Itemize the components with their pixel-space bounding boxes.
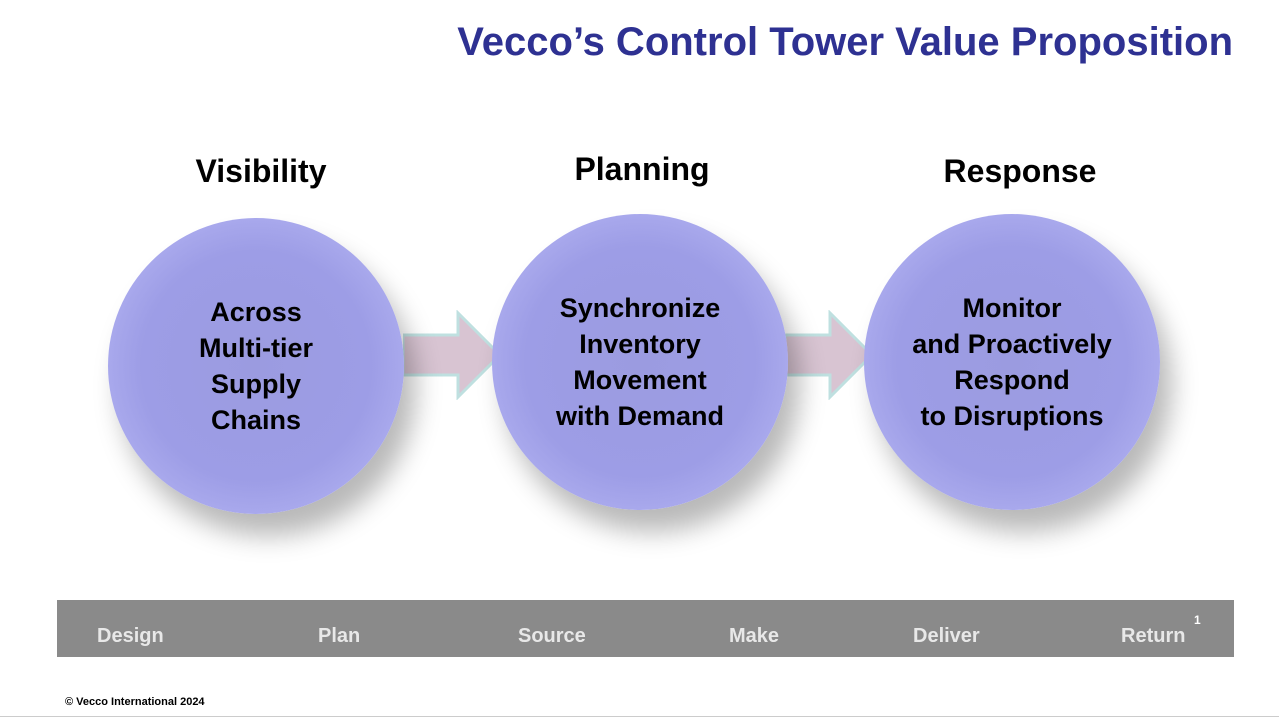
- stage-deliver: Deliver: [913, 625, 980, 647]
- stage-make: Make: [729, 625, 780, 647]
- circle-visibility: Across Multi-tier Supply Chains: [108, 218, 404, 514]
- circle-response-text: Monitor and Proactively Respond to Disru…: [912, 293, 1112, 431]
- page-title: Vecco’s Control Tower Value Proposition: [457, 20, 1233, 64]
- copyright: © Vecco International 2024: [65, 696, 205, 708]
- heading-visibility: Visibility: [195, 153, 327, 189]
- circle-response: Monitor and Proactively Respond to Disru…: [864, 214, 1160, 510]
- stage-return: Return: [1121, 625, 1186, 647]
- supply-chain-stage-bar: [57, 600, 1234, 657]
- circle-planning-text: Synchronize Inventory Movement with Dema…: [555, 293, 724, 431]
- arrow-right-icon: [403, 310, 503, 400]
- arrow-right-icon: [785, 310, 875, 400]
- footnote-marker: 1: [1194, 613, 1201, 627]
- stage-plan: Plan: [318, 625, 361, 647]
- stage-design: Design: [97, 625, 164, 647]
- heading-response: Response: [943, 153, 1097, 189]
- divider: [0, 716, 1279, 717]
- heading-planning: Planning: [574, 151, 710, 187]
- circle-visibility-text: Across Multi-tier Supply Chains: [199, 297, 313, 435]
- circle-planning: Synchronize Inventory Movement with Dema…: [492, 214, 788, 510]
- stage-source: Source: [518, 625, 586, 647]
